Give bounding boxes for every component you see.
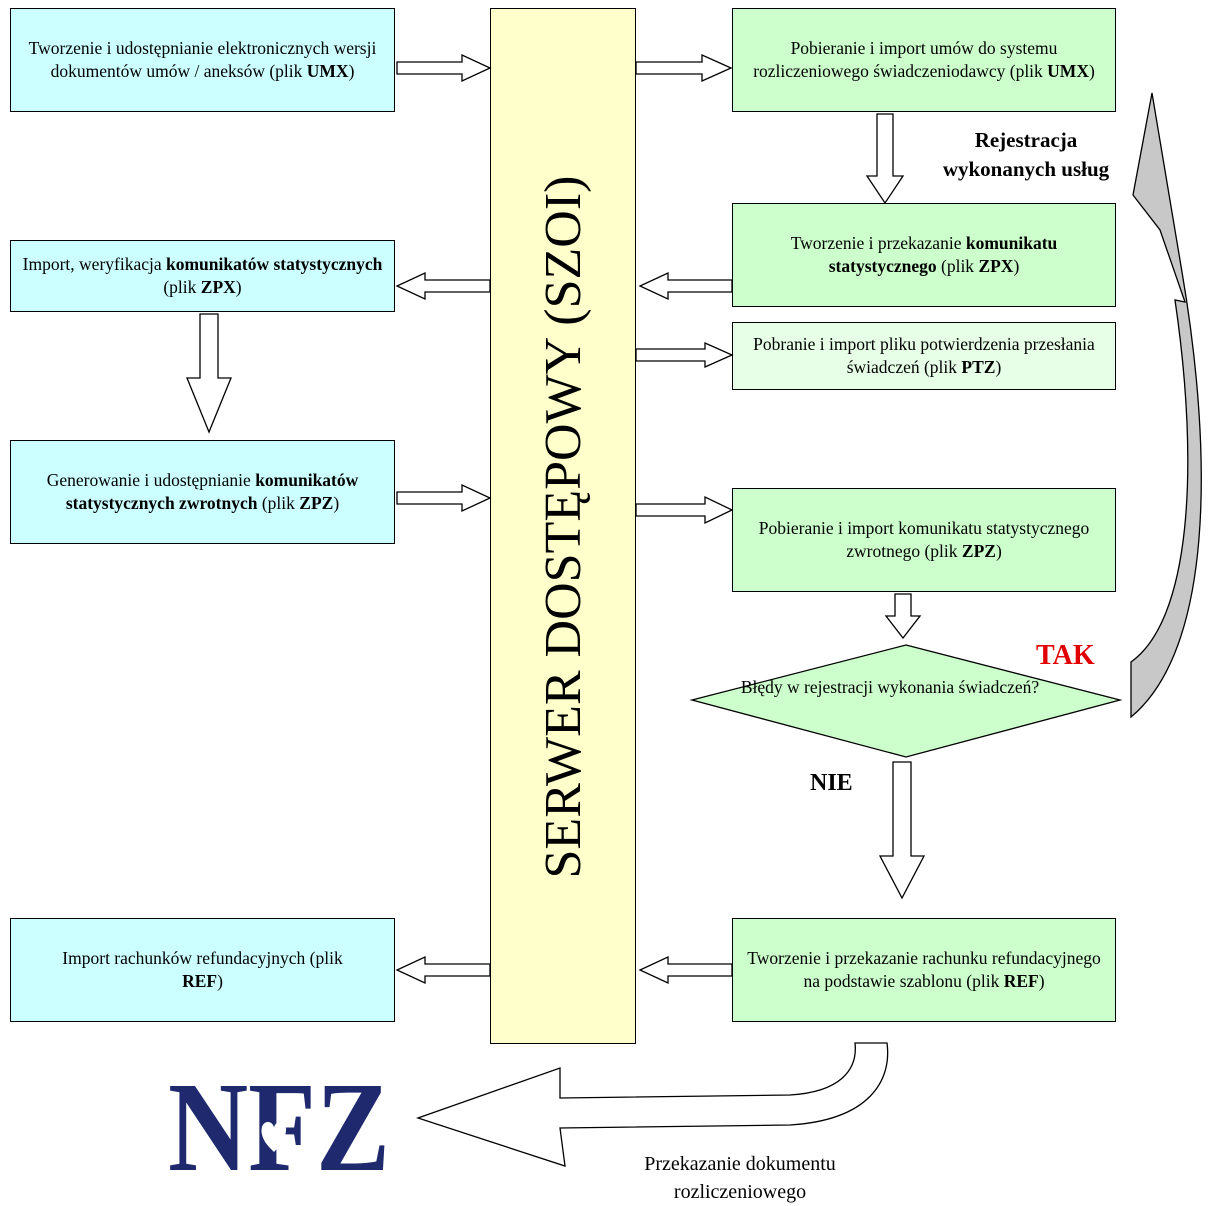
box-text: Import rachunków refundacyjnych (plik: [62, 948, 343, 968]
box-text: Tworzenie i udostępnianie elektronicznyc…: [28, 38, 377, 81]
box-text: ): [333, 493, 340, 513]
label-rejestracja-line1: Rejestracja: [974, 128, 1078, 152]
heart-icon: [261, 1122, 287, 1152]
nfz-logo: NFZ: [168, 1056, 398, 1198]
arrow-right: [396, 483, 492, 513]
arrow-left: [395, 955, 491, 985]
box-text-bold: komunikatu statystycznego: [828, 233, 1058, 276]
label-tak: TAK: [1036, 640, 1095, 671]
server-bar: SERWER DOSTĘPOWY (SZOI): [490, 8, 636, 1044]
box-text-bold: komunikatów statystycznych: [166, 254, 383, 274]
caption-line2: rozliczeniowego: [673, 1181, 807, 1203]
box-text: (plik: [163, 277, 201, 297]
box-text: ): [1013, 256, 1020, 276]
box-zpz-import: Pobieranie i import komunikatu statystyc…: [732, 488, 1116, 592]
box-text-bold: ZPZ: [961, 541, 996, 561]
box-text: Tworzenie i przekazanie: [790, 233, 966, 253]
box-text: (plik: [936, 256, 979, 276]
box-umx-import: Pobieranie i import umów do systemu rozl…: [732, 8, 1116, 112]
box-text: Generowanie i udostępnianie: [46, 470, 256, 490]
decision-diamond: [689, 644, 1123, 758]
box-text-bold: ZPX: [978, 256, 1014, 276]
label-rejestracja-line2: wykonanych usług: [942, 157, 1110, 181]
arrow-left: [638, 955, 733, 985]
label-rejestracja: Rejestracja wykonanych usług: [918, 126, 1134, 184]
arrow-right: [635, 341, 734, 369]
arrow-right: [396, 53, 492, 83]
box-text: Pobieranie i import umów do systemu rozl…: [753, 38, 1058, 81]
box-text-bold: UMX: [1047, 61, 1089, 81]
box-zpx-import: Import, weryfikacja komunikatów statysty…: [10, 240, 395, 312]
box-ref-create: Tworzenie i przekazanie rachunku refunda…: [732, 918, 1116, 1022]
box-zpx-create: Tworzenie i przekazanie komunikatu staty…: [732, 203, 1116, 307]
box-text: Import, weryfikacja: [22, 254, 166, 274]
box-ptz-import: Pobranie i import pliku potwierdzenia pr…: [732, 322, 1116, 390]
arrow-right: [635, 53, 733, 83]
box-text-bold: komunikatów statystycznych zwrotnych: [65, 470, 359, 513]
box-ref-import: Import rachunków refundacyjnych (plik RE…: [10, 918, 395, 1022]
box-text: ): [995, 541, 1002, 561]
arrow-down: [878, 761, 926, 900]
box-text: Tworzenie i przekazanie rachunku refunda…: [747, 948, 1101, 991]
box-zpz-generate: Generowanie i udostępnianie komunikatów …: [10, 440, 395, 544]
arrow-left: [395, 271, 491, 301]
label-nie: NIE: [810, 770, 853, 796]
box-text: ): [1038, 971, 1045, 991]
nfz-logo-graphic: NFZ: [168, 1056, 390, 1198]
box-text: Pobranie i import pliku potwierdzenia pr…: [753, 334, 1095, 377]
box-text-bold: PTZ: [961, 357, 996, 377]
box-text: ): [217, 971, 223, 991]
box-text: ): [348, 61, 355, 81]
box-text: (plik: [257, 493, 300, 513]
decision-text: Błędy w rejestracji wykonania świadczeń?: [740, 677, 1040, 697]
box-text-bold: REF: [182, 971, 218, 991]
box-text: Pobieranie i import komunikatu statystyc…: [758, 518, 1090, 561]
box-text-bold: ZPX: [200, 277, 236, 297]
caption-line1: Przekazanie dokumentu: [644, 1153, 836, 1175]
box-text: ): [235, 277, 242, 297]
arrow-down: [865, 113, 905, 205]
caption: Przekazanie dokumentu rozliczeniowego: [570, 1150, 910, 1206]
box-text-bold: ZPZ: [299, 493, 334, 513]
box-text: ): [995, 357, 1002, 377]
arrow-right: [635, 495, 734, 525]
nfz-transfer-arrow: [415, 1042, 889, 1167]
box-text-bold: REF: [1003, 971, 1039, 991]
arrow-left: [638, 271, 733, 301]
loop-arrow-tak: [1130, 92, 1202, 719]
box-umx-create: Tworzenie i udostępnianie elektronicznyc…: [10, 8, 395, 112]
arrow-down: [186, 313, 232, 434]
box-text-bold: UMX: [306, 61, 349, 81]
box-text: ): [1088, 61, 1095, 81]
arrow-down: [884, 593, 922, 640]
